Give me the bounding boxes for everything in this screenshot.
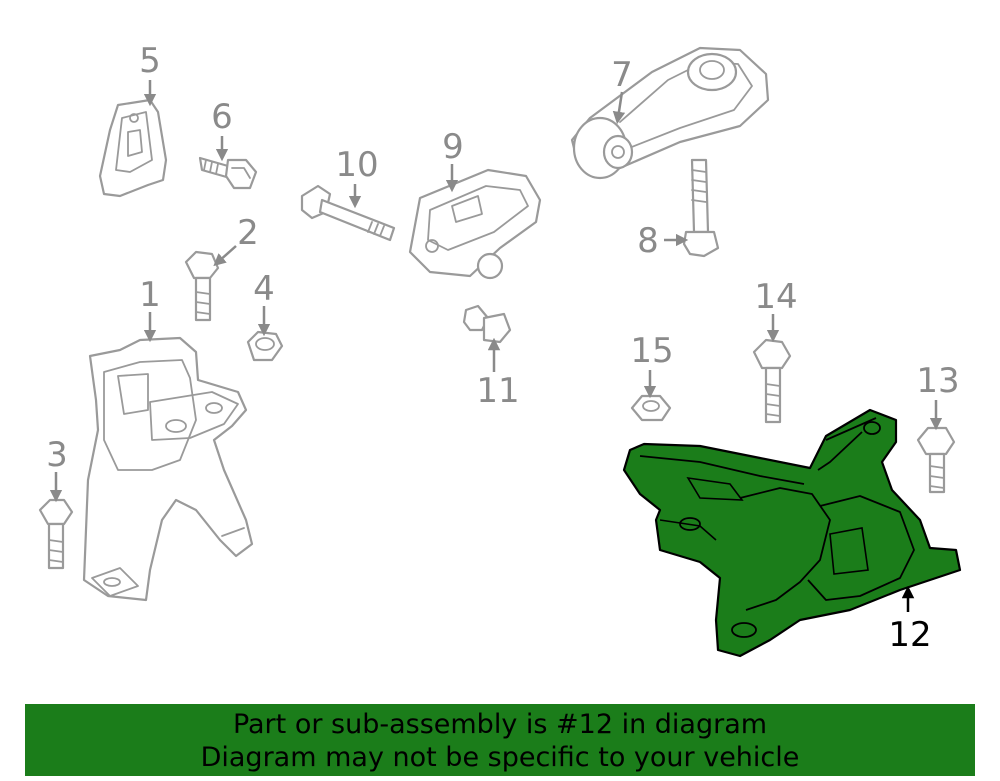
callout-6: 6 — [211, 97, 233, 137]
part-3-bolt — [38, 498, 74, 570]
callout-8: 8 — [637, 221, 659, 261]
banner-line-1: Part or sub-assembly is #12 in diagram — [232, 709, 768, 740]
callout-9: 9 — [442, 127, 464, 167]
info-banner: Part or sub-assembly is #12 in diagram D… — [25, 704, 975, 776]
callout-2: 2 — [237, 213, 259, 253]
callout-labels: 5 6 10 9 7 8 2 4 1 3 11 15 14 13 12 — [46, 41, 959, 655]
part-4-nut — [246, 330, 284, 362]
part-11-bolt — [462, 304, 512, 344]
part-13-bolt — [916, 426, 956, 494]
part-1-mount — [82, 336, 254, 602]
callout-11: 11 — [476, 371, 519, 411]
callout-10: 10 — [335, 145, 378, 185]
part-7-torque-rod — [570, 46, 770, 180]
part-10-bolt — [300, 184, 396, 242]
callout-12: 12 — [888, 615, 931, 655]
part-5-bracket — [98, 98, 168, 198]
part-8-bolt — [682, 158, 720, 258]
callout-4: 4 — [253, 269, 275, 309]
part-12-mount-highlighted — [622, 408, 962, 658]
callout-7: 7 — [611, 55, 633, 95]
part-6-bolt — [198, 156, 258, 190]
callout-15: 15 — [630, 331, 673, 371]
part-14-bolt — [752, 338, 792, 424]
leader-lines — [49, 80, 943, 612]
callout-13: 13 — [916, 361, 959, 401]
callout-3: 3 — [46, 435, 68, 475]
part-15-nut — [630, 394, 672, 422]
part-9-mount — [408, 168, 542, 280]
callout-14: 14 — [754, 277, 797, 317]
part-2-bolt — [184, 250, 220, 322]
callout-5: 5 — [139, 41, 161, 81]
banner-line-2: Diagram may not be specific to your vehi… — [200, 742, 800, 773]
callout-1: 1 — [139, 275, 161, 315]
